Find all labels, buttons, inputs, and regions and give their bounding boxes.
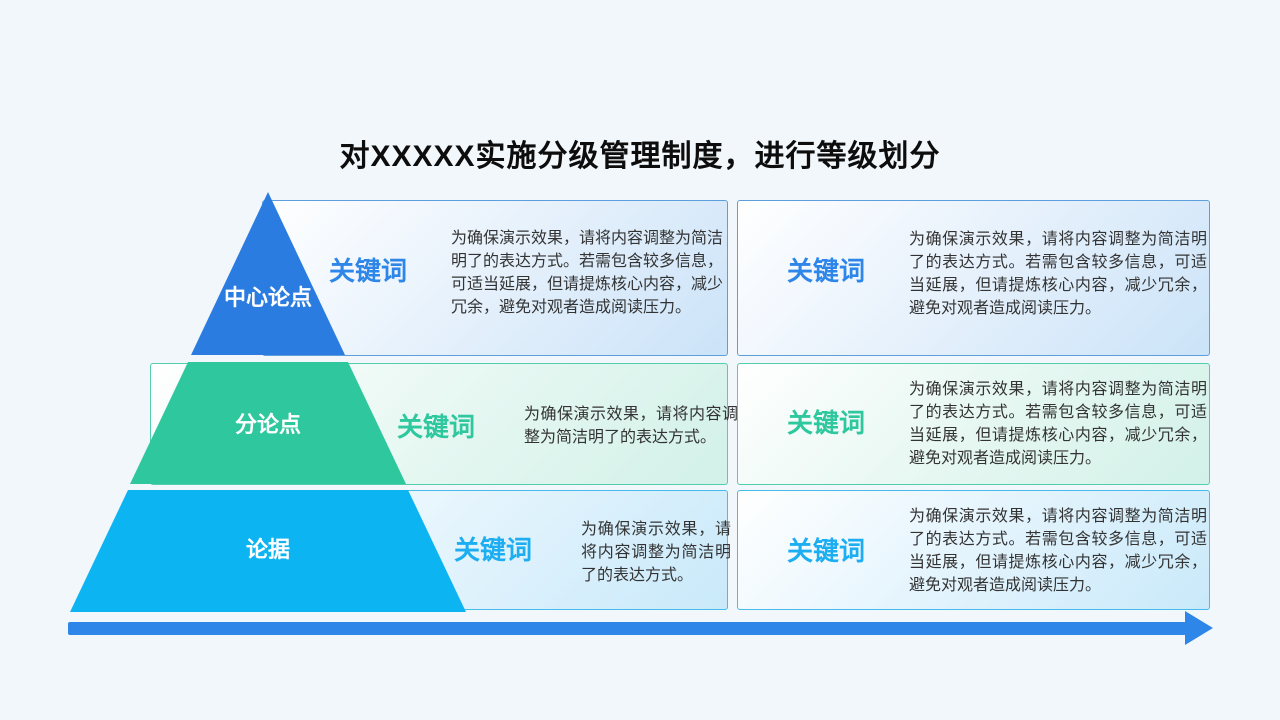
pyramid-diagram: 中心论点 分论点 论据: [70, 192, 466, 612]
description-top-right: 为确保演示效果，请将内容调整为简洁明了的表达方式。若需包含较多信息，可适当延展，…: [909, 231, 1207, 317]
pyramid-level-top-label: 中心论点: [223, 285, 312, 310]
card-middle-right: 关键词 为确保演示效果，请将内容调整为简洁明了的表达方式。若需包含较多信息，可适…: [737, 363, 1210, 485]
description-middle-left: 为确保演示效果，请将内容调整为简洁明了的表达方式。: [524, 406, 738, 446]
pyramid-level-bottom-shape: [70, 490, 466, 612]
pyramid-level-middle-label: 分论点: [234, 412, 301, 437]
description-bottom-right: 为确保演示效果，请将内容调整为简洁明了的表达方式。若需包含较多信息，可适当延展，…: [909, 508, 1207, 594]
card-top-left: 关键词 为确保演示效果，请将内容调整为简洁明了的表达方式。若需包含较多信息，可适…: [262, 200, 728, 356]
keyword-middle-left: 关键词: [397, 412, 476, 442]
bottom-arrow-head-icon: [1185, 611, 1213, 645]
card-top-right: 关键词 为确保演示效果，请将内容调整为简洁明了的表达方式。若需包含较多信息，可适…: [737, 200, 1210, 356]
description-top-left: 为确保演示效果，请将内容调整为简洁明了的表达方式。若需包含较多信息，可适当延展，…: [451, 230, 724, 316]
keyword-bottom-right: 关键词: [787, 536, 866, 566]
keyword-top-right: 关键词: [787, 256, 866, 286]
pyramid-level-bottom-label: 论据: [245, 537, 290, 562]
keyword-middle-right: 关键词: [787, 408, 866, 438]
bottom-arrow-bar: [68, 622, 1186, 635]
description-middle-right: 为确保演示效果，请将内容调整为简洁明了的表达方式。若需包含较多信息，可适当延展，…: [909, 381, 1207, 467]
card-bottom-right: 关键词 为确保演示效果，请将内容调整为简洁明了的表达方式。若需包含较多信息，可适…: [737, 490, 1210, 610]
slide-title: 对XXXXX实施分级管理制度，进行等级划分: [339, 140, 941, 173]
description-bottom-left: 为确保演示效果，请将内容调整为简洁明了的表达方式。: [581, 521, 731, 584]
keyword-bottom-left: 关键词: [454, 535, 533, 565]
keyword-top-left: 关键词: [329, 256, 408, 286]
